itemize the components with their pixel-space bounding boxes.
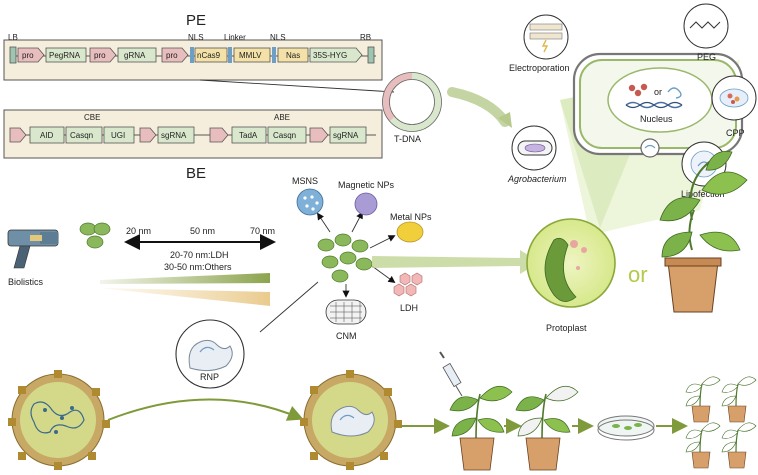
ldh-label: LDH: [400, 303, 418, 313]
pe-nls2-bar: [272, 47, 276, 63]
be-ugi-block: UGI: [103, 126, 135, 144]
potted-plant-injected: [449, 385, 513, 471]
pe-linker-bar: [228, 47, 232, 63]
electroporation-icon: [523, 14, 569, 60]
svg-text:PegRNA: PegRNA: [49, 51, 81, 60]
pe-pro-block-3: pro: [161, 47, 189, 63]
biolistics-label: Biolistics: [8, 277, 44, 287]
pe-title: PE: [186, 12, 206, 29]
pe-rb-label: RB: [360, 33, 371, 42]
svg-text:TadA: TadA: [239, 131, 258, 140]
pe-linker-label: Linker: [224, 33, 246, 42]
size-50nm-label: 50 nm: [190, 226, 215, 236]
pe-pro-block-1: pro: [17, 47, 45, 63]
be-title: BE: [186, 165, 206, 182]
protoplast-or-label: or: [628, 262, 648, 287]
ldh-range-label: 20-70 nm:LDH: [170, 250, 229, 260]
pe-nls2-label: NLS: [270, 33, 286, 42]
nanoparticle-cluster: [317, 233, 373, 283]
others-range-label: 30-50 nm:Others: [164, 262, 232, 272]
be-cbe-casqn-block: Casqn: [65, 126, 103, 144]
electroporation-label: Electroporation: [509, 63, 570, 73]
be-cbe-label: CBE: [84, 113, 100, 122]
be-cbe-sgrna-block: sgRNA: [157, 126, 195, 144]
plant-cell: or Nucleus: [572, 52, 744, 158]
be-abe-sgrna-block: sgRNA: [329, 126, 367, 144]
pe-pegrna-block: PegRNA: [45, 47, 87, 63]
metal-np-particle: [396, 221, 424, 243]
ldh-particles: [393, 272, 423, 297]
size-70nm-label: 70 nm: [250, 226, 275, 236]
cnm-label: CNM: [336, 331, 357, 341]
syringe-icon: [439, 351, 463, 397]
cpp-label: CPP: [726, 128, 745, 138]
biolistics-gun-icon: [7, 229, 59, 269]
svg-text:Casqn: Casqn: [273, 131, 296, 140]
peg-icon: [683, 3, 729, 49]
size-20nm-label: 20 nm: [126, 226, 151, 236]
be-construct: CBE ABE AID Casqn UGI sgRNA TadA Casqn: [3, 109, 383, 159]
svg-text:sgRNA: sgRNA: [333, 131, 359, 140]
biolistics-orange-wedge: [100, 288, 270, 306]
svg-text:Casqn: Casqn: [70, 131, 93, 140]
svg-text:pro: pro: [94, 51, 106, 60]
pe-mmlv-block: MMLV: [233, 47, 271, 63]
svg-text:AID: AID: [40, 131, 54, 140]
potted-plant-infected: [515, 385, 579, 471]
svg-text:pro: pro: [166, 51, 178, 60]
arrow-np-to-protoplast: [372, 250, 540, 274]
svg-text:nCas9: nCas9: [197, 51, 221, 60]
nucleus-or-text: or: [654, 87, 662, 97]
nucleus-rna-dots: [628, 83, 648, 97]
arrow-tdna-to-agro: [447, 87, 510, 127]
metal-nps-label: Metal NPs: [390, 212, 432, 222]
pe-construct: LB RB NLS Linker NLS pro PegRNA pro gRNA…: [3, 33, 383, 81]
agrobacterium-label: Agrobacterium: [507, 174, 567, 184]
t-dna-label: T-DNA: [394, 134, 421, 144]
regenerated-plants: [685, 376, 757, 469]
pe-lb-label: LB: [8, 33, 18, 42]
be-abe-label: ABE: [274, 113, 290, 122]
msns-particle: [296, 188, 324, 216]
be-aid-block: AID: [29, 126, 65, 144]
svg-text:Nas: Nas: [286, 51, 300, 60]
magnetic-np-particle: [354, 192, 378, 216]
magnetic-nps-label: Magnetic NPs: [338, 180, 395, 190]
rnp-complex: [175, 319, 245, 389]
pe-35s-hyg-block: 35S-HYG: [309, 47, 363, 63]
rnp-label: RNP: [200, 372, 219, 382]
virus-particle-rnp: [300, 370, 402, 470]
svg-text:UGI: UGI: [111, 131, 125, 140]
svg-text:sgRNA: sgRNA: [161, 131, 187, 140]
pe-grna-block: gRNA: [117, 47, 157, 63]
t-dna-plasmid: [382, 72, 442, 132]
lipofection-label: Lipofection: [681, 189, 725, 199]
nucleus-label: Nucleus: [640, 114, 673, 124]
petri-dish: [597, 415, 655, 441]
pe-nas-block: Nas: [277, 47, 309, 63]
potted-plant-large: [659, 151, 748, 313]
gold-particles: [79, 222, 111, 249]
be-abe-casqn-block: Casqn: [267, 126, 307, 144]
protoplast-label: Protoplast: [546, 323, 587, 333]
svg-text:MMLV: MMLV: [239, 51, 262, 60]
virus-particle-left: [8, 370, 110, 470]
arrow-virus-to-virus: [107, 398, 304, 421]
pe-nls1-label: NLS: [188, 33, 204, 42]
be-tada-block: TadA: [231, 126, 267, 144]
protoplast-cell: [526, 218, 616, 308]
pe-pro-block-2: pro: [89, 47, 117, 63]
msns-label: MSNS: [292, 176, 318, 186]
agrobacterium-cell: [511, 125, 557, 171]
svg-text:gRNA: gRNA: [124, 51, 146, 60]
cnm-particle: [325, 299, 367, 325]
svg-text:35S-HYG: 35S-HYG: [313, 51, 347, 60]
peg-label: PEG: [697, 52, 716, 62]
pe-nls1-bar: [190, 47, 194, 63]
svg-text:pro: pro: [22, 51, 34, 60]
cpp-icon: [711, 75, 757, 121]
biolistics-green-beam: [100, 273, 270, 284]
pe-ncas9-block: nCas9: [194, 47, 228, 63]
